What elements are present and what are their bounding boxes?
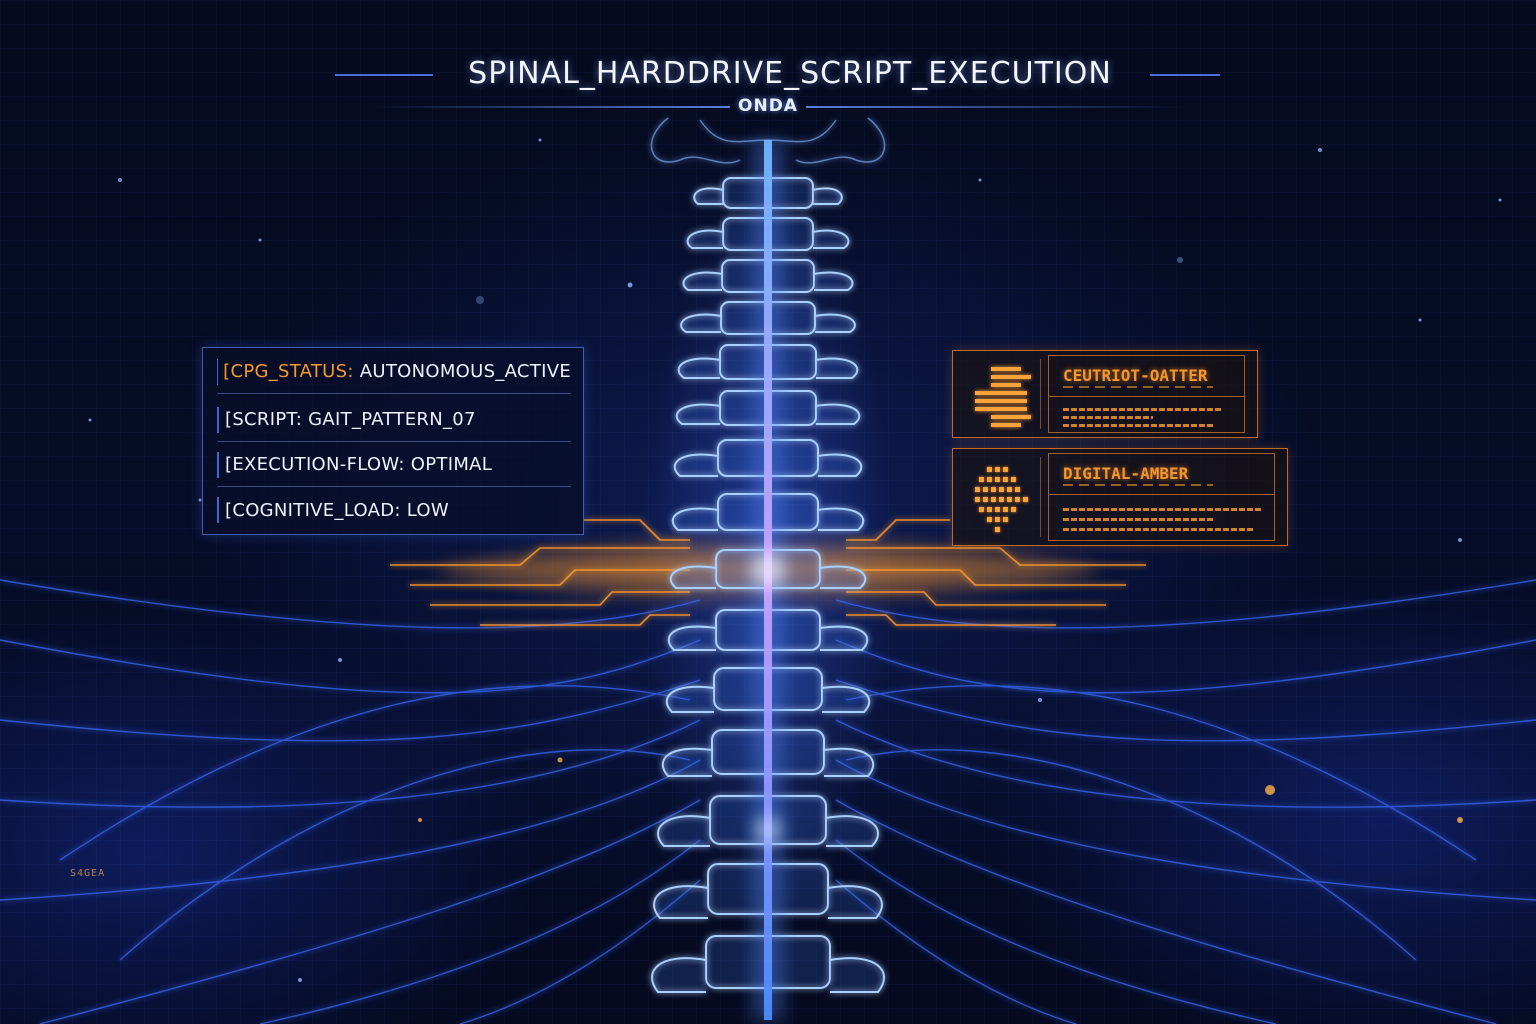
status-key: [COGNITIVE_LOAD: <box>225 499 401 521</box>
amber-card-title: DIGITAL-AMBER <box>1063 464 1189 483</box>
amber-panel-ceutriot: CEUTRIOT-OATTER <box>952 350 1258 438</box>
nerve-fibers-left <box>0 579 701 1024</box>
status-key: [CPG_STATUS: <box>223 361 354 382</box>
amber-card-text-line <box>1063 508 1263 511</box>
row-marker <box>217 451 219 478</box>
status-panel: [CPG_STATUS: AUTONOMOUS_ACTIVE [SCRIPT: … <box>202 347 584 535</box>
amber-card-text-line <box>1063 408 1223 411</box>
amber-card: CEUTRIOT-OATTER <box>1048 355 1245 433</box>
amber-card-divider <box>1049 396 1244 397</box>
amber-card-divider <box>1049 494 1274 495</box>
amber-card-text-line <box>1063 416 1153 419</box>
title-rule-right <box>1150 74 1220 76</box>
corner-code-label: S4GEA <box>70 868 106 879</box>
amber-card-meta <box>1063 386 1213 388</box>
amber-panel-digital-amber: DIGITAL-AMBER <box>952 448 1288 546</box>
amber-card-text-line <box>1063 528 1253 531</box>
title-rule-left <box>335 74 433 76</box>
status-row-execution-flow: [EXECUTION-FLOW: OPTIMAL <box>217 443 571 487</box>
bar-graph-icon <box>961 359 1041 429</box>
page-title: SPINAL_HARDDRIVE_SCRIPT_EXECUTION <box>468 56 1112 91</box>
amber-card-title: CEUTRIOT-OATTER <box>1063 366 1208 385</box>
status-value: OPTIMAL <box>410 454 493 475</box>
pixel-grid-icon <box>961 457 1041 537</box>
status-value: GAIT_PATTERN_07 <box>308 409 476 430</box>
subtitle: ONDA <box>738 96 798 116</box>
amber-card-meta <box>1063 484 1213 486</box>
row-marker <box>217 497 219 523</box>
row-marker <box>217 406 219 433</box>
status-row-cpg: [CPG_STATUS: AUTONOMOUS_ACTIVE <box>217 350 571 394</box>
subtitle-rule-right <box>806 106 1186 108</box>
header: SPINAL_HARDDRIVE_SCRIPT_EXECUTION <box>0 56 1536 96</box>
status-key: [EXECUTION-FLOW: <box>225 454 405 475</box>
status-key: [SCRIPT: <box>225 409 303 430</box>
status-value: LOW <box>406 499 450 521</box>
amber-card-text-line <box>1063 518 1213 521</box>
amber-card-text-line <box>1063 424 1213 427</box>
subtitle-rule-left <box>370 106 730 108</box>
amber-card: DIGITAL-AMBER <box>1048 453 1275 541</box>
particles <box>88 138 1502 982</box>
status-row-cognitive-load: [COGNITIVE_LOAD: LOW <box>217 488 571 532</box>
nerve-fibers-right <box>835 579 1536 1024</box>
status-row-script: [SCRIPT: GAIT_PATTERN_07 <box>217 398 571 442</box>
status-value: AUTONOMOUS_ACTIVE <box>359 361 571 382</box>
